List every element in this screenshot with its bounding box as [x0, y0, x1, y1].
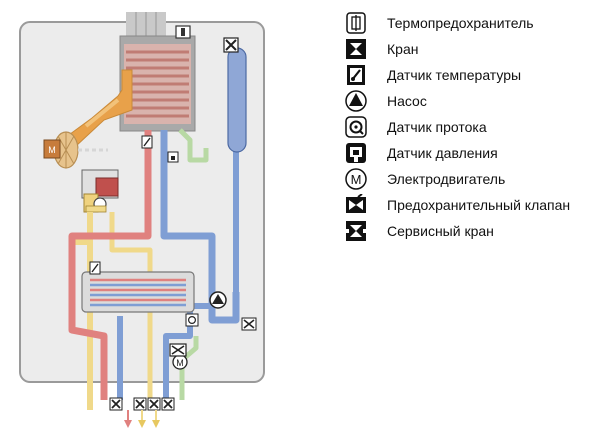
temperature-sensor-icon: [345, 64, 367, 86]
temperature-sensor-dhw: [89, 261, 101, 275]
legend-label-valve: Кран: [387, 41, 419, 57]
gas-valve-block: [81, 169, 119, 213]
legend-item-electric-motor: M Электродвигатель: [345, 166, 600, 192]
legend-item-pump: Насос: [345, 88, 600, 114]
service-valve-2: [133, 397, 147, 411]
heating-supply-pipe: [68, 130, 152, 400]
fan-motor-label: M: [48, 145, 56, 155]
pump-icon: [345, 90, 367, 112]
legend-label-electric-motor: Электродвигатель: [387, 171, 506, 187]
plate-heat-exchanger: [81, 271, 195, 313]
combustion-chamber: [119, 25, 196, 132]
flow-arrows: [124, 410, 160, 428]
legend-item-thermal-fuse: Термопредохранитель: [345, 10, 600, 36]
legend-item-safety-valve: Предохранительный клапан: [345, 192, 600, 218]
legend-item-valve: Кран: [345, 36, 600, 62]
legend-item-temperature-sensor: Датчик температуры: [345, 62, 600, 88]
legend-label-thermal-fuse: Термопредохранитель: [387, 15, 534, 31]
legend-label-pressure-sensor: Датчик давления: [387, 145, 498, 161]
circulation-pump: [209, 291, 227, 309]
flow-sensor-diagram: [185, 313, 199, 327]
safety-valve-diagram: [241, 317, 257, 331]
blower-fan: M: [43, 131, 108, 169]
electric-motor-icon: M: [345, 168, 367, 190]
valve-icon: [345, 38, 367, 60]
service-valve-icon: [345, 220, 367, 242]
three-way-valve-motor: M: [169, 343, 188, 370]
fan-motor: [43, 139, 61, 159]
legend-item-service-valve: Сервисный кран: [345, 218, 600, 244]
service-valve-1: [109, 397, 123, 411]
legend-item-pressure-sensor: Датчик давления: [345, 140, 600, 166]
pressure-sensor-diagram: [167, 151, 179, 163]
service-valves-row: [109, 397, 175, 411]
legend-label-pump: Насос: [387, 93, 427, 109]
valve-motor-label: M: [176, 358, 184, 368]
flow-sensor-icon: [345, 116, 367, 138]
legend-label-safety-valve: Предохранительный клапан: [387, 197, 571, 213]
motor-icon-glyph: M: [351, 172, 362, 187]
thermal-fuse-icon: [345, 12, 367, 34]
condensate-pipe: [178, 128, 209, 163]
service-valve-3: [147, 397, 161, 411]
legend-label-service-valve: Сервисный кран: [387, 223, 494, 239]
legend-label-temperature-sensor: Датчик температуры: [387, 67, 522, 83]
service-valve-4: [161, 397, 175, 411]
expansion-vessel: [223, 37, 247, 153]
legend-label-flow-sensor: Датчик протока: [387, 119, 487, 135]
pressure-sensor-icon: [345, 142, 367, 164]
safety-valve-icon: [345, 194, 367, 216]
legend-item-flow-sensor: Датчик протока: [345, 114, 600, 140]
temperature-sensor-supply: [141, 135, 153, 149]
